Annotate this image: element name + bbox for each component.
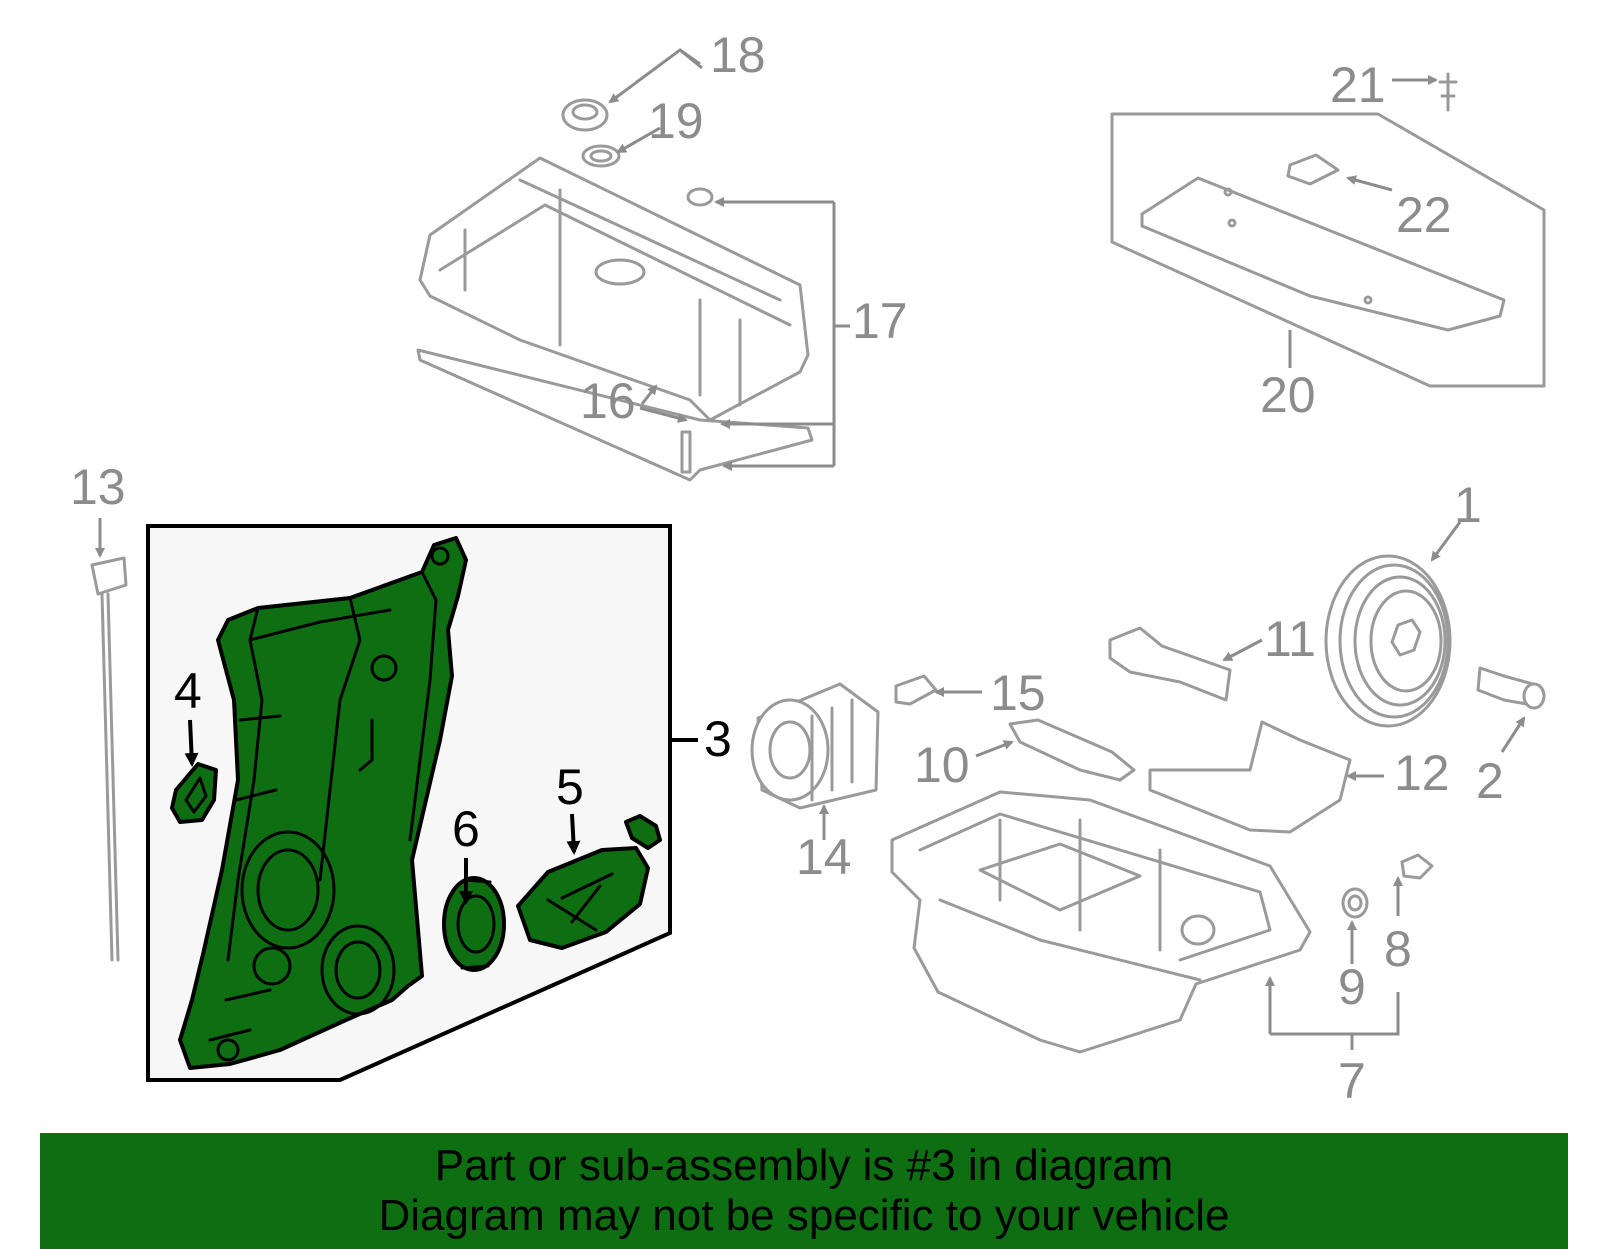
callout-2: 2 (1476, 753, 1504, 809)
callout-3: 3 (704, 711, 732, 767)
callout-9: 9 (1338, 959, 1366, 1015)
info-banner: Part or sub-assembly is #3 in diagram Di… (40, 1133, 1568, 1249)
callout-20: 20 (1260, 367, 1316, 423)
cover-part-5 (516, 814, 662, 950)
engine-cover-assembly (1110, 72, 1546, 388)
callout-22: 22 (1396, 187, 1452, 243)
callout-10: 10 (914, 737, 970, 793)
callout-6: 6 (452, 801, 480, 857)
callout-18: 18 (710, 27, 766, 83)
crank-pulley (1324, 554, 1546, 728)
callout-19: 19 (648, 93, 704, 149)
callout-21: 21 (1330, 57, 1386, 113)
oil-seal-part-6 (442, 876, 506, 972)
dipstick (90, 556, 128, 962)
oil-filter (750, 674, 938, 810)
callout-8: 8 (1384, 921, 1412, 977)
callout-14: 14 (796, 829, 852, 885)
callout-4: 4 (174, 663, 202, 719)
callout-1: 1 (1454, 477, 1482, 533)
valve-cover-assembly (416, 98, 814, 482)
callout-17: 17 (852, 293, 908, 349)
brackets (1008, 626, 1352, 834)
gasket-part-4 (170, 762, 218, 824)
callout-5: 5 (556, 759, 584, 815)
callout-13: 13 (70, 459, 126, 515)
banner-line-1: Part or sub-assembly is #3 in diagram (434, 1141, 1174, 1190)
leader-lines (95, 48, 1526, 1050)
callout-15: 15 (990, 665, 1046, 721)
timing-chain-case-assembly (178, 536, 468, 1070)
banner-line-2: Diagram may not be specific to your vehi… (378, 1191, 1230, 1240)
callout-7: 7 (1338, 1053, 1366, 1109)
oil-pan (890, 790, 1434, 1054)
callout-11: 11 (1264, 611, 1316, 667)
callout-12: 12 (1394, 745, 1450, 801)
callout-16: 16 (580, 373, 636, 429)
